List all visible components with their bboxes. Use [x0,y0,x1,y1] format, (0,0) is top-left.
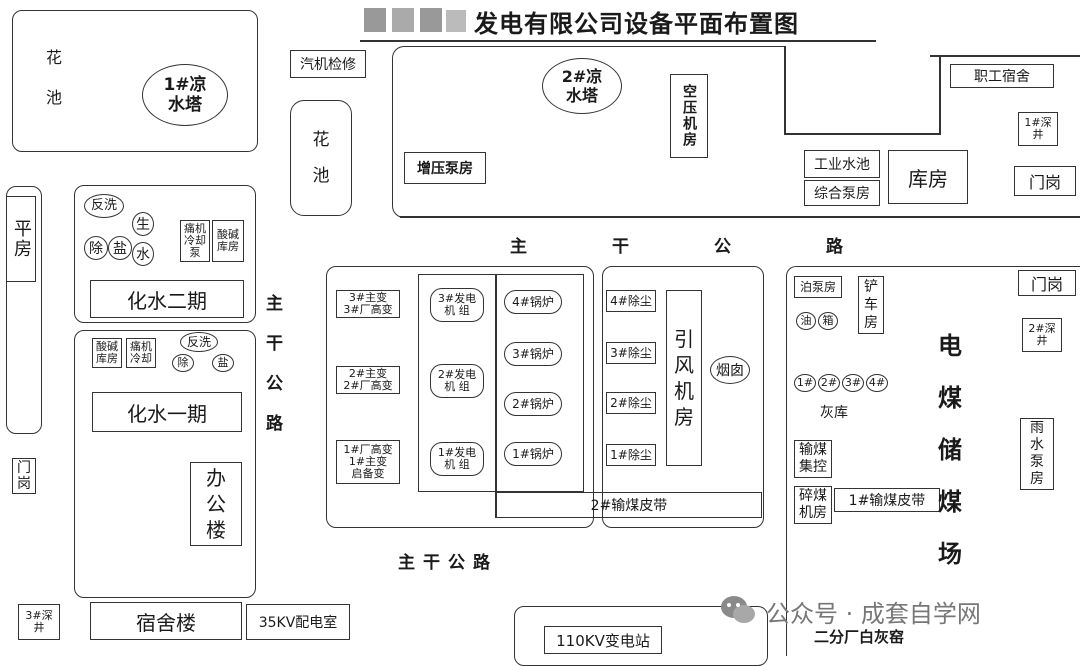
bungalow: 平房 [6,196,36,282]
boiler-4: 4#锅炉 [504,290,562,314]
dust-collector-4: 4#除尘 [606,290,656,312]
site-boundary-top-right [930,55,1080,57]
desalt-d: 盐 [212,354,234,372]
coal-crusher-room: 碎煤机房 [794,486,832,524]
ash-storage-label: 灰库 [820,405,848,421]
water-treatment-1-area [74,330,256,598]
desalt-c: 除 [172,354,194,372]
water-treatment-1: 化水一期 [92,392,242,432]
mud-pump-room: 泊泵房 [794,276,842,298]
backwash-1: 反洗 [84,194,124,218]
wechat-icon [718,592,758,628]
rainwater-pump-room: 雨水泵房 [1020,418,1054,490]
main-road-top-3: 公 [714,237,733,257]
air-compressor-room: 空压机房 [670,74,708,158]
lime-kiln: 二分厂白灰窑 [814,628,905,646]
raw-water-a: 生 [132,212,154,236]
deep-well-1: 1#深井 [1018,112,1058,146]
ash-silo-3: 3# [842,374,864,392]
boiler-3: 3#锅炉 [504,342,562,366]
dust-collector-1: 1#除尘 [606,444,656,466]
dust-collector-3: 3#除尘 [606,342,656,364]
booster-pump-room: 增压泵房 [404,152,486,184]
generator-hall [418,274,584,492]
deep-well-3: 3#深井 [18,604,60,640]
logo-icon [364,8,466,32]
water-treatment-2: 化水二期 [90,280,244,318]
coal-control-room: 输煤集控 [794,440,832,478]
garden-area-top [12,10,258,152]
gate-post-3: 门岗 [1018,270,1076,296]
ash-silo-2: 2# [818,374,840,392]
cooling-pump-1: 痛机冷却泵 [180,220,210,262]
generator-1: 1#发电 机 组 [430,442,484,476]
power-plant-area [326,266,594,528]
desalt-a: 除 [84,236,108,260]
oil-tank-a: 油 [796,312,816,330]
dormitory-building: 宿舍楼 [90,602,242,640]
north-block-outline-mid [784,133,940,135]
loader-room: 铲车房 [858,276,884,334]
north-block-outline [392,46,786,218]
garden-label-top: 花池 [46,48,63,107]
transformer-3: 3#主变 3#厂高变 [336,290,400,318]
water-a: 水 [132,242,154,266]
page-title: 发电有限公司设备平面布置图 [474,10,799,38]
ash-silo-4: 4# [866,374,888,392]
coal-belt-2: 2#输煤皮带 [496,492,762,518]
main-road-top-4: 路 [826,237,845,257]
staff-dormitory: 职工宿舍 [950,64,1054,88]
cooling-tower-2: 2#凉水塔 [542,58,622,114]
garden-area-mid: 花池 [290,100,352,216]
boiler-1: 1#锅炉 [504,442,562,466]
backwash-2: 反洗 [180,332,218,352]
warehouse: 库房 [888,150,968,204]
power-distribution-35kv: 35KV配电室 [246,604,350,640]
acid-alkali-store-2: 酸碱库房 [92,338,122,368]
gate-post-1: 门岗 [1014,166,1076,196]
main-road-top-2: 干 [612,237,631,257]
north-block-outline-right [939,55,941,135]
induced-fan-room: 引风机房 [666,290,702,466]
desalt-b: 盐 [108,236,132,260]
turbine-repair: 汽机检修 [290,50,366,78]
gate-post-2: 门岗 [12,458,36,494]
bungalow-area [6,186,42,434]
coal-belt-1: 1#输煤皮带 [834,488,940,512]
generator-3: 3#发电 机 组 [430,288,484,322]
oil-tank-b: 箱 [818,312,838,330]
substation-110kv: 110KV变电站 [544,626,662,654]
main-road-top-1: 主 [510,237,529,257]
north-block-outline-top2 [784,46,786,134]
main-road-bottom: 主干公路 [398,553,498,573]
deep-well-2: 2#深井 [1022,318,1062,352]
coal-yard-label: 电煤储煤场 [938,332,962,568]
dust-removal-area [602,266,764,528]
office-building: 办公楼 [190,462,242,546]
title-logo [358,2,470,36]
generator-hall-divider [495,274,497,518]
cooling-tower-1: 1#凉水塔 [142,64,228,126]
chimney: 烟囱 [710,356,750,384]
north-block-outline-bottom [400,216,1080,218]
boiler-2: 2#锅炉 [504,392,562,416]
water-treatment-2-area [74,185,256,323]
acid-alkali-store-1: 酸碱库房 [212,220,244,262]
watermark-text: 公众号 · 成套自学网 [766,600,981,628]
generator-2: 2#发电 机 组 [430,364,484,398]
combined-pump-room: 综合泵房 [804,180,880,206]
industrial-water-pool: 工业水池 [804,150,880,178]
dust-collector-2: 2#除尘 [606,392,656,414]
title-underline [360,40,876,42]
ash-silo-1: 1# [794,374,816,392]
transformer-1: 1#厂高变 1#主变 启备变 [336,440,400,484]
main-road-vertical: 主干公路 [266,294,285,434]
transformer-2: 2#主变 2#厂高变 [336,366,400,394]
cooling-pump-2: 痛机冷却 [126,338,156,368]
coal-yard-area [786,266,1080,656]
